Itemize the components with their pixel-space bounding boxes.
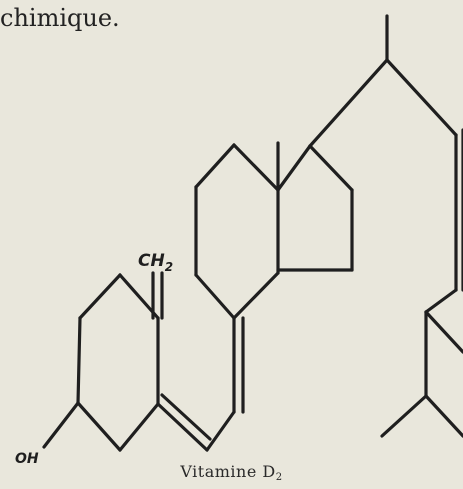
- bond: [232, 271, 280, 320]
- side-chain: [308, 14, 463, 438]
- figure-caption: Vitamine D2: [0, 462, 463, 483]
- ch2-label: CH2: [138, 251, 173, 274]
- bond: [78, 273, 122, 320]
- ring-c: [194, 143, 280, 320]
- bond: [194, 143, 236, 189]
- bond: [194, 273, 236, 320]
- bond: [160, 393, 212, 441]
- bond: [276, 144, 312, 192]
- caption-subscript: 2: [275, 472, 283, 483]
- header-text: chimique.: [0, 4, 120, 32]
- bond: [76, 316, 82, 405]
- bond: [308, 144, 354, 192]
- ch2-label-text: CH: [138, 251, 165, 271]
- bond: [76, 401, 122, 452]
- caption-main: Vitamine D: [180, 462, 276, 481]
- bond: [156, 402, 209, 452]
- oh-label: OH: [15, 451, 39, 467]
- oh-bond: [42, 401, 80, 449]
- bond: [380, 394, 428, 438]
- bond: [205, 410, 236, 452]
- triene-chain: [156, 316, 245, 452]
- bond: [424, 310, 463, 354]
- ch2-label-subscript: 2: [165, 260, 173, 274]
- bond: [424, 394, 463, 438]
- bond: [424, 288, 458, 314]
- ring-a: [76, 273, 160, 452]
- bond: [232, 143, 280, 192]
- bond: [118, 402, 160, 452]
- bond: [385, 58, 458, 137]
- bond: [308, 58, 389, 148]
- ring-d: [276, 144, 354, 272]
- methylene-double-bond: [151, 271, 164, 320]
